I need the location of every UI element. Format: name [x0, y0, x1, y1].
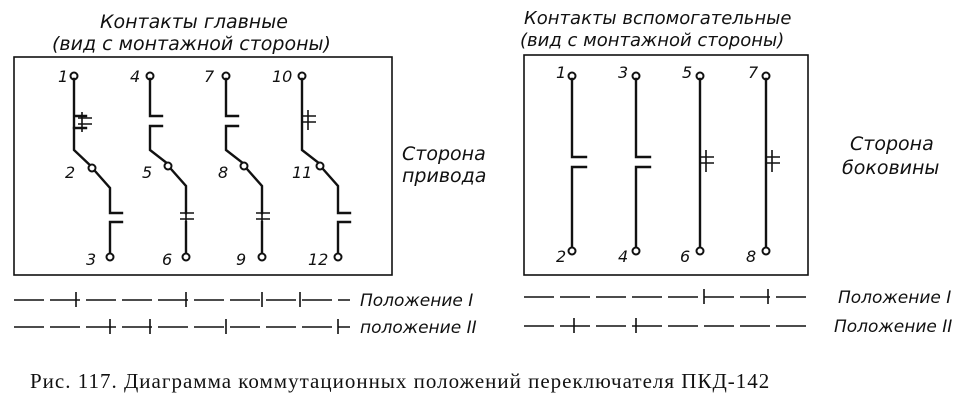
terminal-label: 7 [204, 67, 215, 86]
aux-position-diagram: Положение I Положение II [524, 288, 952, 337]
terminal-label: 1 [58, 67, 68, 86]
terminal-label: 5 [142, 163, 152, 182]
main-position-1-label: Положение I [360, 291, 473, 311]
aux-contact-1-2: 1 2 [556, 63, 588, 266]
terminal [567, 246, 577, 256]
terminal-label: 11 [292, 163, 312, 182]
aux-contacts-frame [523, 54, 809, 276]
aux-contact-5-6: 5 6 [680, 63, 714, 266]
terminal-label: 6 [162, 250, 172, 269]
terminal-label: 1 [556, 63, 566, 82]
terminal [105, 252, 115, 262]
terminal [181, 252, 191, 262]
terminal-label: 8 [218, 163, 228, 182]
main-contact-group-1: 1 2 3 [58, 67, 124, 269]
terminal [257, 252, 267, 262]
terminal-label: 2 [556, 247, 566, 266]
aux-contacts-title: Контакты вспомогательные [524, 8, 791, 29]
aux-side-label-1: Сторона [850, 133, 934, 155]
main-contacts-title: Контакты главные [100, 11, 288, 33]
terminal [333, 252, 343, 262]
terminal-label: 10 [272, 67, 292, 86]
terminal-label: 5 [682, 63, 692, 82]
terminal [631, 246, 641, 256]
terminal-label: 3 [86, 250, 96, 269]
main-contacts-frame [13, 56, 393, 276]
terminal [695, 246, 705, 256]
aux-contact-7-8: 7 8 [746, 63, 780, 266]
aux-side-label-2: боковины [842, 157, 939, 179]
terminal [163, 161, 173, 171]
terminal-label: 6 [680, 247, 690, 266]
terminal-label: 8 [746, 247, 756, 266]
main-position-diagram: Положение I положение II [14, 291, 477, 338]
terminal-label: 9 [236, 250, 246, 269]
main-contact-group-4: 10 11 12 [272, 67, 352, 269]
terminal [315, 161, 325, 171]
main-side-label-2: привода [402, 165, 486, 187]
terminal [87, 163, 97, 173]
main-position-2-label: положение II [360, 318, 477, 338]
main-contact-group-2: 4 5 6 [130, 67, 194, 269]
terminal-label: 4 [618, 247, 628, 266]
figure-caption: Рис. 117. Диаграмма коммутационных полож… [30, 369, 770, 393]
terminal-label: 12 [308, 250, 328, 269]
terminal-label: 3 [618, 63, 628, 82]
terminal-label: 2 [65, 163, 75, 182]
aux-position-2-label: Положение II [834, 317, 952, 337]
terminal [761, 246, 771, 256]
main-side-label-1: Сторона [402, 143, 486, 165]
main-contact-group-3: 7 8 9 [204, 67, 270, 269]
terminal [239, 161, 249, 171]
aux-contact-3-4: 3 4 [618, 63, 652, 266]
terminal-label: 4 [130, 67, 140, 86]
aux-position-1-label: Положение I [838, 288, 951, 308]
main-contacts-subtitle: (вид с монтажной стороны) [52, 33, 331, 55]
aux-contacts-subtitle: (вид с монтажной стороны) [520, 30, 784, 51]
terminal-label: 7 [748, 63, 759, 82]
